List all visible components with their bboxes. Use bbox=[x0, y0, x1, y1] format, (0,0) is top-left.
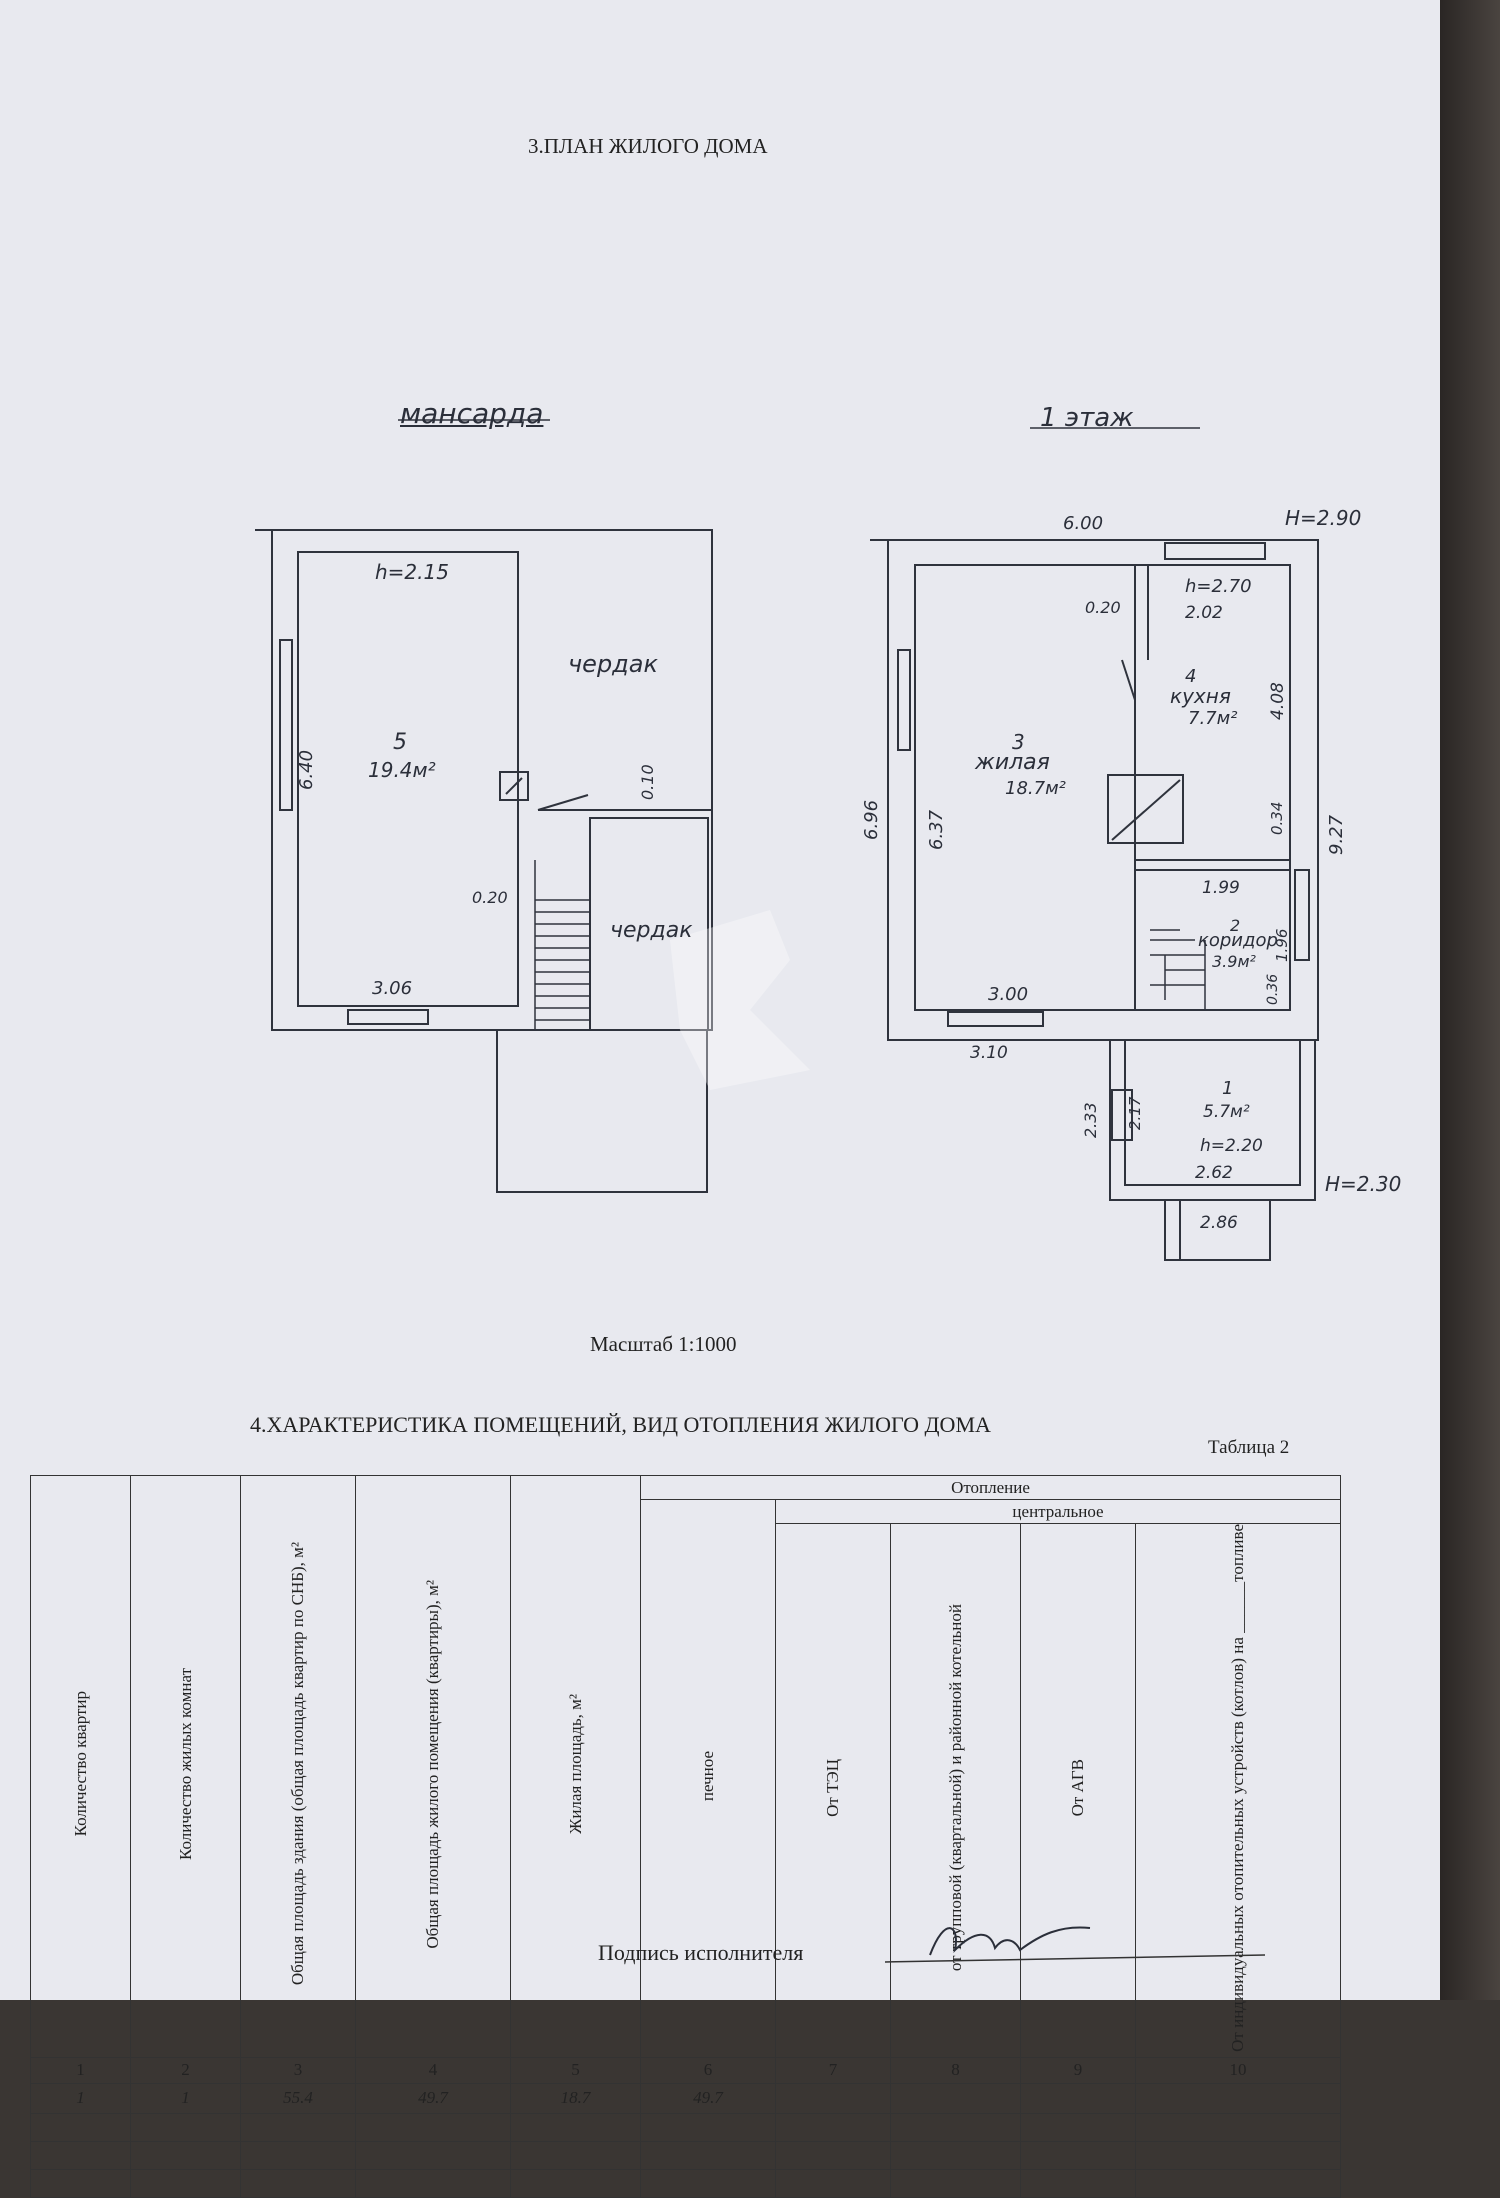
floor1-dim-036: 0.36 bbox=[1265, 973, 1281, 1005]
col-number: 6 bbox=[640, 2056, 776, 2084]
header-cell: Жилая площадь, м² bbox=[510, 1475, 641, 2058]
mansard-heading: мансарда bbox=[400, 397, 544, 430]
table-cell: 55.4 bbox=[240, 2082, 356, 2114]
mansard-outer-wall bbox=[271, 529, 713, 1031]
floor1-top-width: 6.00 bbox=[1063, 513, 1104, 534]
header-cell: Общая площадь здания (общая площадь квар… bbox=[240, 1475, 356, 2058]
table-cell: 18.7 bbox=[510, 2082, 641, 2114]
table-caption: Таблица 2 bbox=[1208, 1437, 1290, 1458]
scale-label: Масштаб 1:1000 bbox=[590, 1332, 737, 1356]
header-cell: Общая площадь жилого помещения (квартиры… bbox=[355, 1475, 511, 2058]
porch-outer: 2.33 bbox=[1081, 1102, 1100, 1138]
kitchen-name: кухня bbox=[1170, 684, 1231, 708]
kitchen-number: 4 bbox=[1185, 666, 1197, 687]
floor1-inner-left: 6.37 bbox=[926, 809, 947, 850]
col-number: 7 bbox=[775, 2056, 891, 2084]
mansard-attic-upper: чердак bbox=[568, 650, 658, 678]
floor1-dim-034: 0.34 bbox=[1268, 801, 1286, 835]
mansard-chimney bbox=[499, 771, 529, 801]
step-width: 2.86 bbox=[1200, 1213, 1238, 1233]
floor1-height-porch: H=2.30 bbox=[1325, 1172, 1402, 1196]
mansard-window-left bbox=[279, 639, 293, 811]
corridor-name: коридор bbox=[1198, 930, 1278, 951]
corridor-width: 1.99 bbox=[1202, 878, 1240, 898]
mansard-dim-bottom: 3.06 bbox=[372, 978, 413, 999]
header-cell: Количество жилых комнат bbox=[130, 1475, 241, 2058]
floor-plans-drawing bbox=[255, 419, 1319, 1261]
floor1-heading: 1 этаж bbox=[1040, 403, 1134, 433]
kitchen-width: 2.02 bbox=[1185, 603, 1223, 623]
living-area: 18.7м² bbox=[1005, 778, 1066, 799]
table-cell: 49.7 bbox=[640, 2082, 776, 2114]
mansard-dim-left: 6.40 bbox=[296, 749, 317, 790]
background-edge bbox=[1440, 0, 1500, 2000]
porch-number: 1 bbox=[1222, 1078, 1234, 1099]
porch-height: h=2.20 bbox=[1200, 1136, 1263, 1156]
mansard-attic-lower: чердак bbox=[610, 918, 693, 943]
col-number: 3 bbox=[240, 2056, 356, 2084]
kitchen-area: 7.7м² bbox=[1188, 708, 1238, 729]
floor1-inner-wall bbox=[914, 564, 1291, 1011]
corridor-length: 1.96 bbox=[1273, 928, 1291, 962]
mansard-window-bottom bbox=[347, 1009, 429, 1025]
table-row bbox=[30, 2112, 1342, 2142]
header-cell: печное bbox=[640, 1499, 776, 2058]
mansard-room-wall bbox=[297, 551, 519, 1007]
mansard-height: h=2.15 bbox=[375, 560, 449, 584]
section4-title: 4.ХАРАКТЕРИСТИКА ПОМЕЩЕНИЙ, ВИД ОТОПЛЕНИ… bbox=[250, 1412, 991, 1437]
living-number: 3 bbox=[1012, 730, 1025, 754]
floor1-height-total: H=2.90 bbox=[1285, 506, 1362, 530]
table-cell bbox=[775, 2082, 891, 2114]
header-cell: От АГВ bbox=[1020, 1523, 1136, 2058]
col-number: 5 bbox=[510, 2056, 641, 2084]
kitchen-height: h=2.70 bbox=[1185, 576, 1252, 597]
kitchen-length: 4.08 bbox=[1268, 682, 1288, 720]
mansard-dim-wall: 0.20 bbox=[472, 888, 508, 907]
mansard-room-number: 5 bbox=[393, 730, 407, 755]
col-number: 1 bbox=[30, 2056, 131, 2084]
floor1-outer-bottom: 3.10 bbox=[970, 1043, 1008, 1063]
header-cell: Количество квартир bbox=[30, 1475, 131, 2058]
characteristics-table: Количество квартир Количество жилых комн… bbox=[30, 1475, 1342, 2198]
floor1-right-total: 9.27 bbox=[1326, 814, 1347, 855]
table-row bbox=[30, 2168, 1342, 2198]
section3-title: 3.ПЛАН ЖИЛОГО ДОМА bbox=[528, 134, 768, 158]
corridor-area: 3.9м² bbox=[1212, 952, 1256, 971]
table-cell bbox=[1020, 2082, 1136, 2114]
table-cell: 49.7 bbox=[355, 2082, 511, 2114]
mansard-room-area: 19.4м² bbox=[368, 758, 436, 782]
col-number: 8 bbox=[890, 2056, 1021, 2084]
living-name: жилая bbox=[975, 750, 1050, 775]
header-cell: от трупповой (квартальной) и районной ко… bbox=[890, 1523, 1021, 2058]
table-row: 1 1 55.4 49.7 18.7 49.7 bbox=[30, 2082, 1342, 2114]
floor1-outer-wall bbox=[887, 539, 1319, 1041]
corridor-number: 2 bbox=[1230, 916, 1241, 935]
floor1-outer-left: 6.96 bbox=[861, 799, 882, 840]
living-bottom: 3.00 bbox=[988, 984, 1029, 1005]
central-header: центральное bbox=[774, 1499, 1342, 1524]
table-cell bbox=[890, 2082, 1021, 2114]
table-row bbox=[30, 2140, 1342, 2170]
col-number: 9 bbox=[1020, 2056, 1136, 2084]
signature-label: Подпись исполнителя bbox=[598, 1940, 804, 1965]
header-cell: От индивидуальных отопительных устройств… bbox=[1134, 1523, 1342, 2058]
porch-area: 5.7м² bbox=[1203, 1102, 1250, 1122]
col-number: 4 bbox=[355, 2056, 511, 2084]
floor1-wall-thickness: 0.20 bbox=[1085, 598, 1121, 617]
heating-header: Отопление bbox=[639, 1475, 1342, 1500]
table-cell: 1 bbox=[130, 2082, 241, 2114]
mansard-dim-gap: 0.10 bbox=[638, 764, 657, 800]
table-cell: 1 bbox=[30, 2082, 131, 2114]
porch-inner: 2.17 bbox=[1126, 1096, 1144, 1130]
column-number-row: 1 2 3 4 5 6 7 8 9 10 bbox=[30, 2056, 1342, 2084]
table-cell bbox=[1134, 2082, 1342, 2114]
header-cell: От ТЭЦ bbox=[775, 1523, 891, 2058]
porch-width: 2.62 bbox=[1195, 1163, 1233, 1183]
col-number: 10 bbox=[1134, 2056, 1342, 2084]
col-number: 2 bbox=[130, 2056, 241, 2084]
watermark-logo bbox=[670, 910, 810, 1090]
